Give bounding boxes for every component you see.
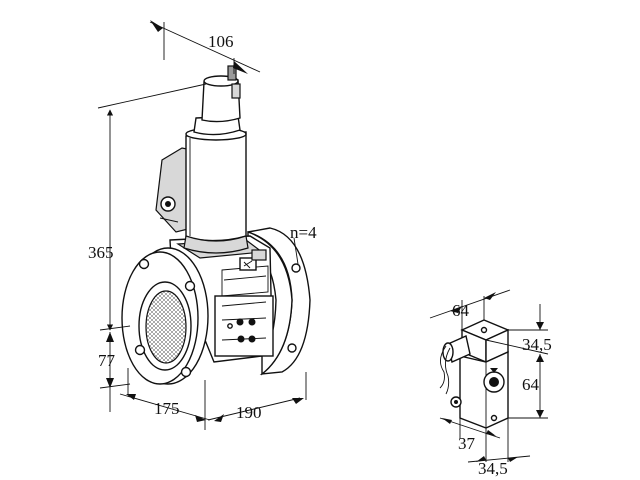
dimension-line bbox=[119, 393, 211, 421]
cap-stripe bbox=[231, 83, 241, 99]
conn-dim-offset-label: 34,5 bbox=[522, 335, 552, 354]
dimension-line bbox=[207, 397, 301, 421]
inlet-bolt-hole bbox=[184, 280, 196, 292]
outlet-bolt-hole bbox=[287, 343, 297, 353]
conn-dim-bottom-offset-label: 34,5 bbox=[478, 459, 508, 478]
dim-length-label: 190 bbox=[236, 403, 262, 422]
leader-line bbox=[293, 237, 299, 265]
extension-line bbox=[485, 339, 549, 355]
outlet-bolt-hole bbox=[291, 263, 301, 273]
main-dimensions: 106 365 77 n=4 175 190 bbox=[88, 20, 317, 430]
inlet-strainer bbox=[145, 290, 187, 364]
conn-dim-height-label: 64 bbox=[522, 375, 540, 394]
dim-depth-label: 175 bbox=[154, 399, 180, 418]
dim-lower-label: 77 bbox=[98, 351, 116, 370]
extension-line bbox=[97, 83, 207, 109]
extension-line bbox=[99, 325, 131, 331]
dim-top-width-label: 106 bbox=[208, 32, 234, 51]
cable-wire bbox=[445, 347, 451, 395]
actuator-cap bbox=[201, 79, 241, 123]
dimension-line bbox=[149, 21, 261, 73]
actuator-base-ring bbox=[183, 235, 249, 254]
conn-dim-bottom-label: 37 bbox=[458, 434, 476, 453]
inlet-bolt-hole bbox=[134, 344, 146, 356]
cable-wire bbox=[439, 345, 447, 389]
connector-dimensions: 64 34,5 64 37 34,5 bbox=[429, 289, 552, 478]
bolt-count-label: n=4 bbox=[290, 223, 317, 242]
dimension-line bbox=[429, 289, 511, 319]
extension-line bbox=[99, 383, 131, 389]
connector-plug bbox=[439, 319, 510, 429]
dim-height-label: 365 bbox=[88, 243, 114, 262]
control-module bbox=[214, 295, 274, 357]
terminal-cover bbox=[251, 249, 267, 261]
inlet-bolt-hole bbox=[180, 366, 192, 378]
actuator-cylinder bbox=[185, 131, 247, 242]
main-valve bbox=[121, 65, 311, 385]
vent-nipple bbox=[227, 65, 237, 81]
conn-dim-width-label: 64 bbox=[452, 301, 470, 320]
inlet-bolt-hole bbox=[138, 258, 150, 270]
